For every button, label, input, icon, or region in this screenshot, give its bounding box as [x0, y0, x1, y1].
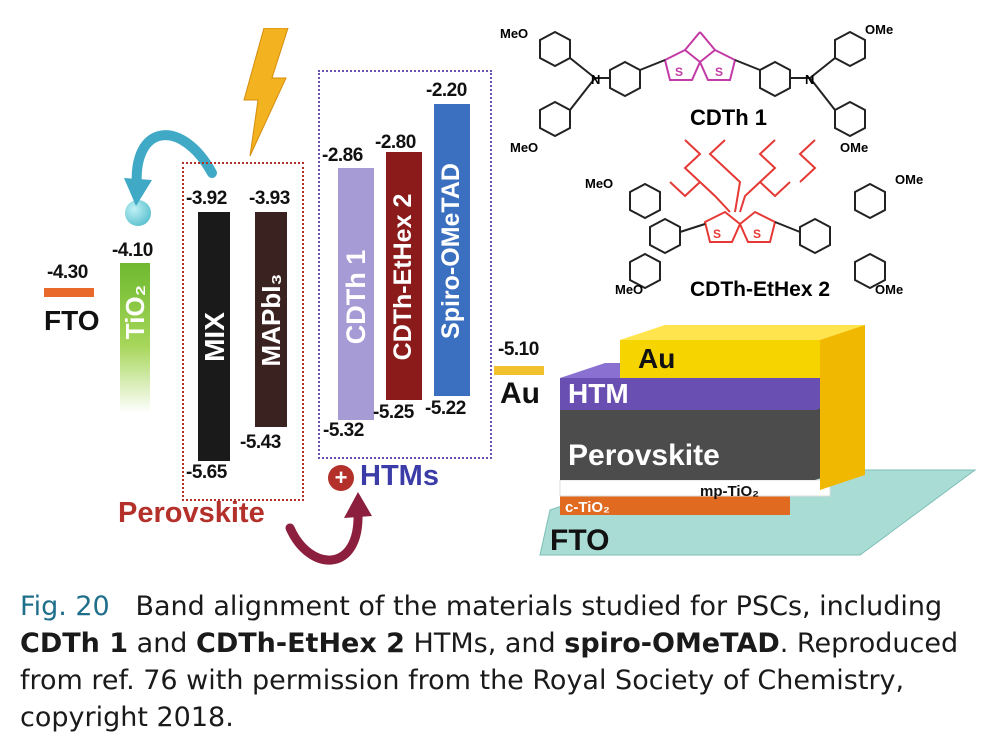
- meo-text-4: MeO: [615, 282, 643, 297]
- device-c-tio2-label: c-TiO₂: [565, 499, 610, 516]
- fto-label: FTO: [44, 305, 100, 336]
- mix-top-level: -3.92: [186, 188, 227, 209]
- n-text-1: N: [591, 72, 600, 87]
- caption-label: Fig. 20: [20, 591, 110, 622]
- mapbi-bottom-level: -5.43: [240, 432, 281, 453]
- au-label: Au: [500, 377, 540, 410]
- spiro-bar: [434, 104, 470, 396]
- electron-transfer-arrow: [124, 130, 217, 206]
- htms-group-box: [318, 70, 492, 459]
- caption-bold-1: CDTh 1: [20, 628, 129, 659]
- tio2-bar: [120, 263, 150, 413]
- cdthethex-top-level: -2.80: [375, 132, 416, 153]
- perovskite-group-label: Perovskite: [118, 497, 265, 529]
- cdthethex-label: CDTh-EtHex 2: [389, 193, 417, 361]
- fto-bar: [44, 288, 94, 297]
- mapbi-label: MAPbI₃: [256, 273, 286, 367]
- figure-caption: Fig. 20 Band alignment of the materials …: [20, 588, 975, 736]
- au-bar: [494, 366, 544, 375]
- fto-level: -4.30: [47, 262, 88, 283]
- mapbi-bar: [255, 212, 287, 427]
- device-mp-tio2-label: mp-TiO₂: [700, 483, 759, 500]
- tio2-label: TiO₂: [120, 284, 150, 340]
- meo-text-3: MeO: [585, 176, 613, 191]
- spiro-bottom-level: -5.22: [425, 398, 466, 419]
- cdthethex-bar: [386, 152, 422, 400]
- perovskite-group-box: [182, 162, 304, 501]
- caption-text-1: Band alignment of the materials studied …: [135, 591, 943, 622]
- s-text-2: S: [715, 65, 723, 79]
- caption-text-2: and: [128, 628, 197, 659]
- htms-group-label: HTMs: [360, 460, 439, 492]
- meo-text-1: MeO: [500, 26, 528, 41]
- electron-ball: [125, 200, 151, 226]
- caption-bold-2: CDTh-EtHex 2: [196, 628, 405, 659]
- spiro-label: Spiro-OMeTAD: [437, 163, 465, 339]
- caption-text-3: HTMs, and: [404, 628, 565, 659]
- device-htm-label: HTM: [568, 378, 629, 409]
- cdth1-label: CDTh 1: [341, 249, 371, 345]
- mix-bottom-level: -5.65: [186, 462, 227, 483]
- device-stack: Au HTM Perovskite mp-TiO₂ c-TiO₂ FTO: [539, 325, 977, 557]
- device-au-label: Au: [638, 343, 675, 374]
- cdthethex-structure-name: CDTh-EtHex 2: [690, 278, 830, 301]
- device-perovskite-label: Perovskite: [568, 439, 720, 472]
- cdthethex-structure: MeO OMe MeO OMe S S CDTh-EtHex 2: [585, 139, 923, 301]
- caption-bold-3: spiro-OMeTAD: [564, 628, 780, 659]
- s-text-1: S: [675, 65, 683, 79]
- n-text-2: N: [805, 72, 814, 87]
- ome-text-3: OMe: [895, 172, 923, 187]
- cdth1-structure-name: CDTh 1: [690, 105, 767, 130]
- s-text-4: S: [753, 227, 761, 241]
- cdth1-top-level: -2.86: [322, 145, 363, 166]
- cdth1-bar: [338, 168, 374, 420]
- au-level: -5.10: [498, 339, 539, 360]
- mix-bar: [198, 212, 230, 461]
- mapbi-top-level: -3.93: [249, 188, 290, 209]
- meo-text-2: MeO: [510, 140, 538, 155]
- lightning-icon: [243, 28, 289, 157]
- cdth1-structure: MeO OMe MeO OMe N N S S CDTh 1: [500, 22, 893, 155]
- tio2-level: -4.10: [112, 240, 153, 261]
- device-fto-label: FTO: [550, 524, 609, 557]
- cdthethex-bottom-level: -5.25: [373, 402, 414, 423]
- s-text-3: S: [713, 227, 721, 241]
- cdth1-bottom-level: -5.32: [323, 420, 364, 441]
- plus-glyph: +: [334, 465, 348, 490]
- spiro-top-level: -2.20: [426, 80, 467, 101]
- ome-text-1: OMe: [865, 22, 893, 37]
- ome-text-4: OMe: [875, 282, 903, 297]
- curved-arrow: [285, 492, 372, 565]
- ome-text-2: OMe: [840, 140, 868, 155]
- mix-label: MIX: [199, 312, 230, 362]
- htms-plus-icon: +: [328, 465, 354, 491]
